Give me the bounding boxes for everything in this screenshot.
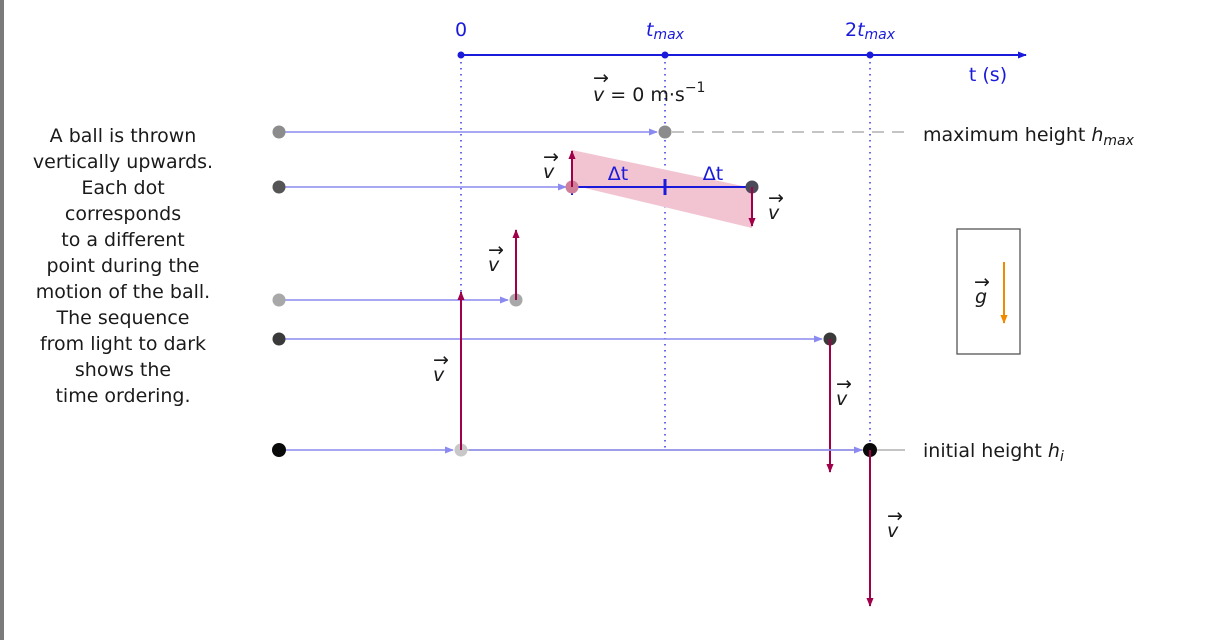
svg-text:v: v [836, 388, 848, 410]
description-line: The sequence [56, 307, 190, 329]
description-line: A ball is thrown [49, 125, 197, 147]
dot-row-1-start [272, 125, 286, 139]
svg-text:→: → [974, 271, 990, 293]
svg-text:→: → [887, 505, 903, 527]
description-text: A ball is thrown vertically upwards. Each … [18, 123, 228, 409]
velocity-label-launch: v → [433, 349, 449, 386]
description-line: to a different [61, 229, 185, 251]
dot-row-2-start [272, 180, 286, 194]
svg-text:v: v [768, 202, 780, 224]
velocity-label-row-2-down: v → [768, 187, 784, 224]
max-height-label: maximum height hmax [923, 124, 1135, 149]
svg-text:g: g [975, 286, 987, 308]
svg-text:v: v [887, 520, 899, 542]
velocity-zero-arrow-mark: → [593, 67, 609, 89]
axis-unit-label: t (s) [969, 64, 1007, 86]
svg-text:→: → [543, 146, 559, 168]
gravity-box [956, 228, 1021, 355]
gravity-label: g → [974, 271, 990, 308]
initial-height-label: initial height hi [923, 440, 1064, 465]
dot-row-4-start [272, 332, 286, 346]
description-line: from light to dark [39, 333, 207, 355]
axis-tick-tmax [661, 51, 669, 59]
page-border [0, 0, 4, 640]
svg-text:v: v [433, 364, 445, 386]
tick-label-tmax: tmax [646, 19, 685, 43]
svg-text:→: → [433, 349, 449, 371]
description-line: Each dot [81, 177, 165, 199]
delta-t-label-2: Δt [703, 163, 723, 185]
svg-text:→: → [768, 187, 784, 209]
velocity-label-row-3: v → [488, 239, 504, 276]
velocity-label-row-4: v → [836, 373, 852, 410]
velocity-label-land: v → [887, 505, 903, 542]
svg-text:v: v [488, 254, 500, 276]
axis-tick-zero [457, 51, 465, 59]
svg-text:→: → [836, 373, 852, 395]
tick-label-zero: 0 [455, 19, 467, 41]
dot-row-1-end [658, 125, 672, 139]
svg-text:v: v [543, 161, 555, 183]
svg-text:→: → [488, 239, 504, 261]
axis-tick-2tmax [866, 51, 874, 59]
description-line: shows the [74, 359, 172, 381]
description-line: motion of the ball. [35, 281, 211, 303]
dot-row-3-start [272, 293, 286, 307]
dot-row-5-start [272, 443, 286, 457]
delta-t-label-1: Δt [608, 163, 628, 185]
delta-t-band [572, 150, 752, 228]
velocity-label-row-2-up: v → [543, 146, 559, 183]
description-line: point during the [46, 255, 200, 277]
description-line: time ordering. [55, 385, 191, 407]
description-line: vertically upwards. [32, 151, 214, 173]
description-line: corresponds [64, 203, 182, 225]
velocity-zero-label: v = 0 m·s−1 [593, 80, 705, 106]
tick-label-2tmax: 2tmax [845, 19, 896, 43]
